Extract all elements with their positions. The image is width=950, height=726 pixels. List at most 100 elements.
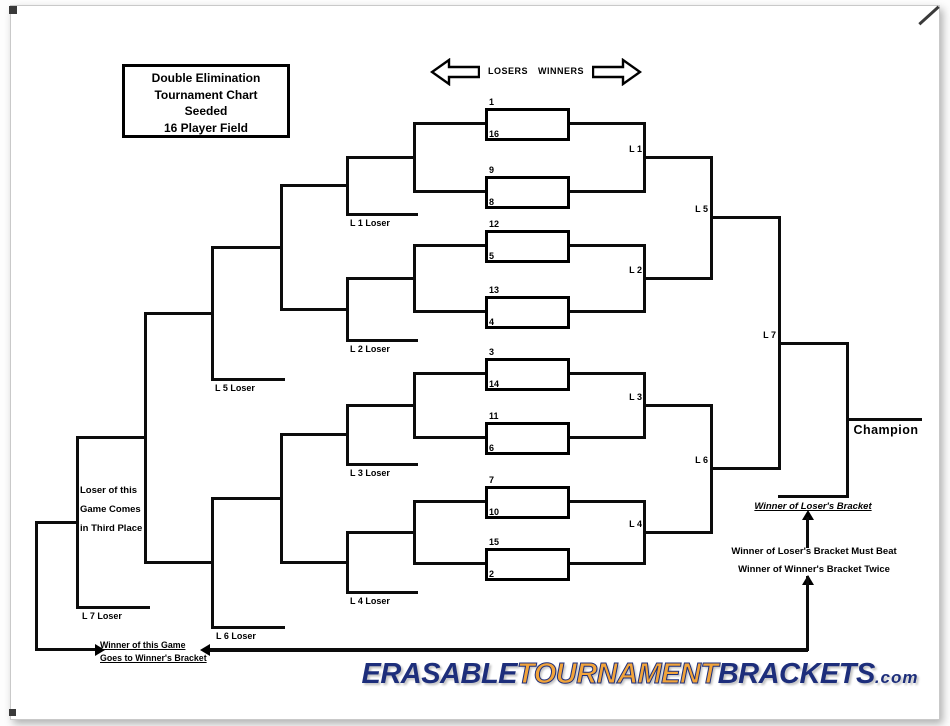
bracket-line xyxy=(415,562,485,565)
bracket-line xyxy=(348,531,415,534)
brand-tld: .com xyxy=(874,668,919,687)
bracket-line xyxy=(35,521,38,651)
loser-entry-label-l7: L 7 Loser xyxy=(82,611,122,621)
seed-label: 5 xyxy=(489,251,495,261)
arrow-up-icon xyxy=(802,510,814,520)
scan-artifact xyxy=(9,709,16,716)
game-label-l1: L 1 xyxy=(629,144,642,154)
must-beat-note-line1: Winner of Loser's Bracket Must Beat xyxy=(731,546,897,557)
bracket-line xyxy=(282,433,348,436)
match-box: 11 6 xyxy=(485,411,570,455)
bracket-line xyxy=(643,122,646,193)
bracket-line xyxy=(643,244,646,313)
loser-entry-label-l1: L 1 Loser xyxy=(350,218,390,228)
bracket-line xyxy=(78,606,150,609)
bracket-line xyxy=(645,277,712,280)
bracket-line xyxy=(712,216,780,219)
match-box: 13 4 xyxy=(485,285,570,329)
seed-label: 13 xyxy=(489,285,500,295)
seed-label: 3 xyxy=(489,347,495,357)
bracket-line xyxy=(643,372,646,439)
title-line: Tournament Chart xyxy=(154,87,258,102)
bracket-line xyxy=(415,122,485,125)
winner-goes-note-line: Goes to Winner's Bracket xyxy=(100,653,207,663)
seed-label: 2 xyxy=(489,569,495,579)
brand-tournament: TOURNAMENT xyxy=(517,658,719,691)
bracket-line xyxy=(415,190,485,193)
bracket-line xyxy=(78,436,146,439)
loser-entry-label-l5: L 5 Loser xyxy=(215,383,255,393)
bracket-line xyxy=(213,246,282,249)
game-label-l5: L 5 xyxy=(695,204,708,214)
match-box: 15 2 xyxy=(485,537,570,581)
title-box: Double Elimination Tournament Chart Seed… xyxy=(122,64,290,138)
bracket-line xyxy=(570,500,645,503)
match-box: 1 16 xyxy=(485,97,570,141)
seed-label: 6 xyxy=(489,443,495,453)
winner-goes-note: Winner of this Game Goes to Winner's Bra… xyxy=(100,639,212,665)
loser-entry-label-l4: L 4 Loser xyxy=(350,596,390,606)
bracket-line xyxy=(213,497,282,500)
bracket-line xyxy=(282,308,348,311)
bracket-line xyxy=(806,517,809,548)
bracket-line xyxy=(570,372,645,375)
match-box: 3 14 xyxy=(485,347,570,391)
third-place-note: Loser of this Game Comes in Third Place xyxy=(80,481,152,538)
bracket-line xyxy=(210,648,808,652)
bracket-line xyxy=(415,244,485,247)
bracket-line xyxy=(348,156,415,159)
bracket-line xyxy=(645,156,712,159)
loser-entry-label-l6: L 6 Loser xyxy=(216,631,256,641)
game-label-l7: L 7 xyxy=(763,330,776,340)
title-line: Double Elimination xyxy=(151,71,261,85)
bracket-line xyxy=(570,190,645,193)
bracket-line xyxy=(213,626,285,629)
winner-goes-note-line: Winner of this Game xyxy=(100,640,186,650)
bracket-line xyxy=(213,378,285,381)
must-beat-note-line2: Winner of Winner's Bracket Twice xyxy=(738,564,890,575)
bracket-line xyxy=(645,404,712,407)
brand-erasable: ERASABLE xyxy=(361,658,517,690)
bracket-line xyxy=(645,531,712,534)
bracket-line xyxy=(415,500,485,503)
bracket-line xyxy=(570,562,645,565)
match-box: 9 8 xyxy=(485,165,570,209)
game-label-l6: L 6 xyxy=(695,455,708,465)
bracket-line xyxy=(348,463,418,466)
game-label-l2: L 2 xyxy=(629,265,642,275)
title-line: 16 Player Field xyxy=(163,120,249,135)
bracket-line xyxy=(415,310,485,313)
bracket-line xyxy=(570,244,645,247)
match-box: 7 10 xyxy=(485,475,570,519)
seed-label: 16 xyxy=(489,129,500,139)
bracket-line xyxy=(348,277,415,280)
bracket-line xyxy=(570,436,645,439)
seed-label: 15 xyxy=(489,537,500,547)
bracket-line xyxy=(415,436,485,439)
bracket-line xyxy=(848,418,922,421)
bracket-line xyxy=(778,495,848,498)
bracket-line xyxy=(712,467,780,470)
bracket-line xyxy=(37,521,78,524)
losers-arrow-icon xyxy=(430,58,480,86)
bracket-line xyxy=(146,561,213,564)
seed-label: 12 xyxy=(489,219,500,229)
seed-label: 1 xyxy=(489,97,495,107)
bracket-line xyxy=(348,339,418,342)
game-label-l3: L 3 xyxy=(629,392,642,402)
seed-label: 9 xyxy=(489,165,495,175)
bracket-line xyxy=(348,404,415,407)
bracket-line xyxy=(282,184,348,187)
bracket-line xyxy=(846,342,849,498)
bracket-line xyxy=(778,216,781,470)
bracket-line xyxy=(643,500,646,565)
bracket-line xyxy=(780,342,848,345)
bracket-line xyxy=(806,576,809,651)
match-box: 12 5 xyxy=(485,219,570,263)
bracket-line xyxy=(570,310,645,313)
game-label-l4: L 4 xyxy=(629,519,642,529)
bracket-line xyxy=(348,591,418,594)
seed-label: 14 xyxy=(489,379,500,389)
seed-label: 8 xyxy=(489,197,495,207)
bracket-line xyxy=(415,372,485,375)
